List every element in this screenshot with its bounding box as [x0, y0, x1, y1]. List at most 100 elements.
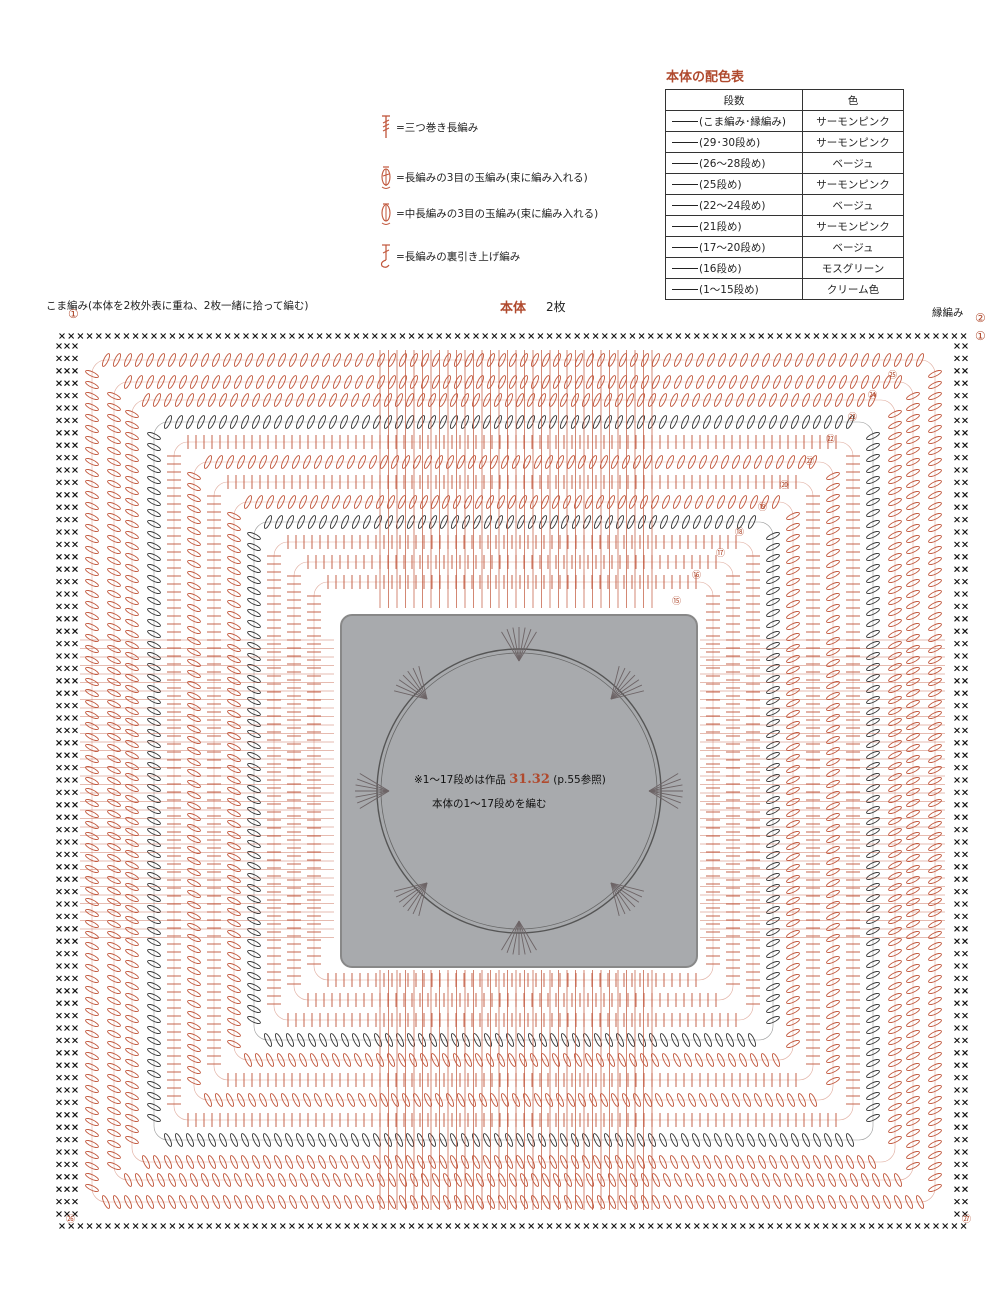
puff-stitch [240, 1155, 250, 1169]
puff-stitch [258, 455, 268, 469]
puff-stitch [574, 375, 584, 389]
puff-stitch [247, 707, 261, 717]
puff-stitch [826, 856, 840, 866]
puff-stitch [786, 522, 800, 532]
puff-stitch [85, 1117, 99, 1127]
single-crochet-mark [64, 826, 70, 833]
puff-stitch [482, 393, 492, 407]
single-crochet-mark [56, 863, 62, 870]
puff-stitch [541, 1173, 551, 1187]
puff-stitch [227, 742, 241, 752]
single-crochet-mark [638, 1223, 645, 1229]
single-crochet-mark [72, 553, 78, 560]
puff-stitch [888, 772, 902, 782]
puff-stitch [225, 1093, 235, 1107]
fan-stitch [412, 882, 428, 915]
chart-rounds [56, 333, 968, 1229]
puff-stitch [227, 984, 241, 994]
puff-stitch [409, 1173, 419, 1187]
puff-stitch [570, 1155, 580, 1169]
puff-stitch [768, 393, 778, 407]
single-crochet-mark [693, 333, 700, 339]
single-crochet-mark [954, 454, 960, 461]
fan-stitch [506, 920, 520, 953]
single-crochet-mark [962, 628, 968, 635]
puff-stitch [888, 519, 902, 529]
single-crochet-mark [620, 333, 627, 339]
single-crochet-mark [962, 752, 968, 759]
single-crochet-mark [546, 1223, 553, 1229]
puff-stitch [786, 588, 800, 598]
puff-stitch [125, 959, 139, 969]
single-crochet-mark [555, 1223, 562, 1229]
puff-stitch [768, 1155, 778, 1169]
puff-stitch [85, 1172, 99, 1182]
diagram-count: 2枚 [546, 300, 566, 314]
puff-stitch [866, 596, 880, 606]
puff-stitch [928, 699, 942, 709]
puff-stitch [826, 636, 840, 646]
single-crochet-mark [962, 479, 968, 486]
puff-stitch [742, 455, 752, 469]
puff-stitch [551, 1053, 561, 1067]
puff-stitch [420, 1173, 430, 1187]
single-crochet-mark [95, 1223, 102, 1229]
single-crochet-mark [954, 839, 960, 845]
single-crochet-mark [64, 578, 70, 585]
single-crochet-mark [962, 913, 968, 920]
puff-stitch [307, 515, 317, 529]
puff-stitch [353, 1053, 363, 1067]
puff-stitch [522, 1093, 532, 1107]
single-crochet-mark [962, 529, 968, 535]
puff-stitch [317, 1133, 327, 1147]
single-crochet-mark [86, 333, 93, 339]
single-crochet-mark [954, 504, 960, 511]
puff-stitch [321, 353, 331, 367]
single-crochet-mark [954, 1198, 960, 1205]
puff-stitch [387, 1195, 397, 1209]
puff-stitch [838, 1173, 848, 1187]
puff-stitch [826, 889, 840, 899]
puff-stitch [888, 838, 902, 848]
puff-stitch [906, 1117, 920, 1127]
single-crochet-mark [56, 1173, 62, 1180]
single-crochet-mark [72, 752, 78, 759]
puff-stitch [928, 1106, 942, 1116]
puff-stitch [227, 522, 241, 532]
puff-stitch [189, 1173, 199, 1187]
puff-stitch [786, 511, 800, 521]
puff-stitch [247, 916, 261, 926]
single-crochet-mark [712, 333, 719, 339]
puff-stitch [227, 830, 241, 840]
single-crochet-mark [64, 925, 70, 932]
puff-stitch [672, 495, 682, 509]
puff-stitch [313, 455, 323, 469]
single-crochet-mark [56, 715, 62, 721]
puff-stitch [888, 761, 902, 771]
puff-stitch [928, 600, 942, 610]
puff-stitch [472, 515, 482, 529]
single-crochet-mark [72, 640, 78, 647]
puff-stitch [681, 1033, 691, 1047]
puff-stitch [85, 435, 99, 445]
single-crochet-mark [666, 1223, 673, 1229]
puff-stitch [276, 495, 286, 509]
single-crochet-mark [72, 839, 78, 845]
puff-stitch [147, 937, 161, 947]
back-post-treble-icon [380, 244, 390, 268]
puff-stitch [888, 475, 902, 485]
puff-stitch [187, 1065, 201, 1075]
puff-stitch [227, 533, 241, 543]
puff-stitch [107, 402, 121, 412]
puff-stitch [251, 393, 261, 407]
puff-stitch [277, 353, 287, 367]
puff-stitch [866, 574, 880, 584]
single-crochet-mark [954, 405, 960, 411]
puff-stitch [107, 435, 121, 445]
puff-stitch [504, 1155, 514, 1169]
puff-stitch [888, 530, 902, 540]
puff-stitch [766, 685, 780, 695]
puff-stitch [85, 479, 99, 489]
puff-stitch [244, 1173, 254, 1187]
puff-stitch [85, 468, 99, 478]
